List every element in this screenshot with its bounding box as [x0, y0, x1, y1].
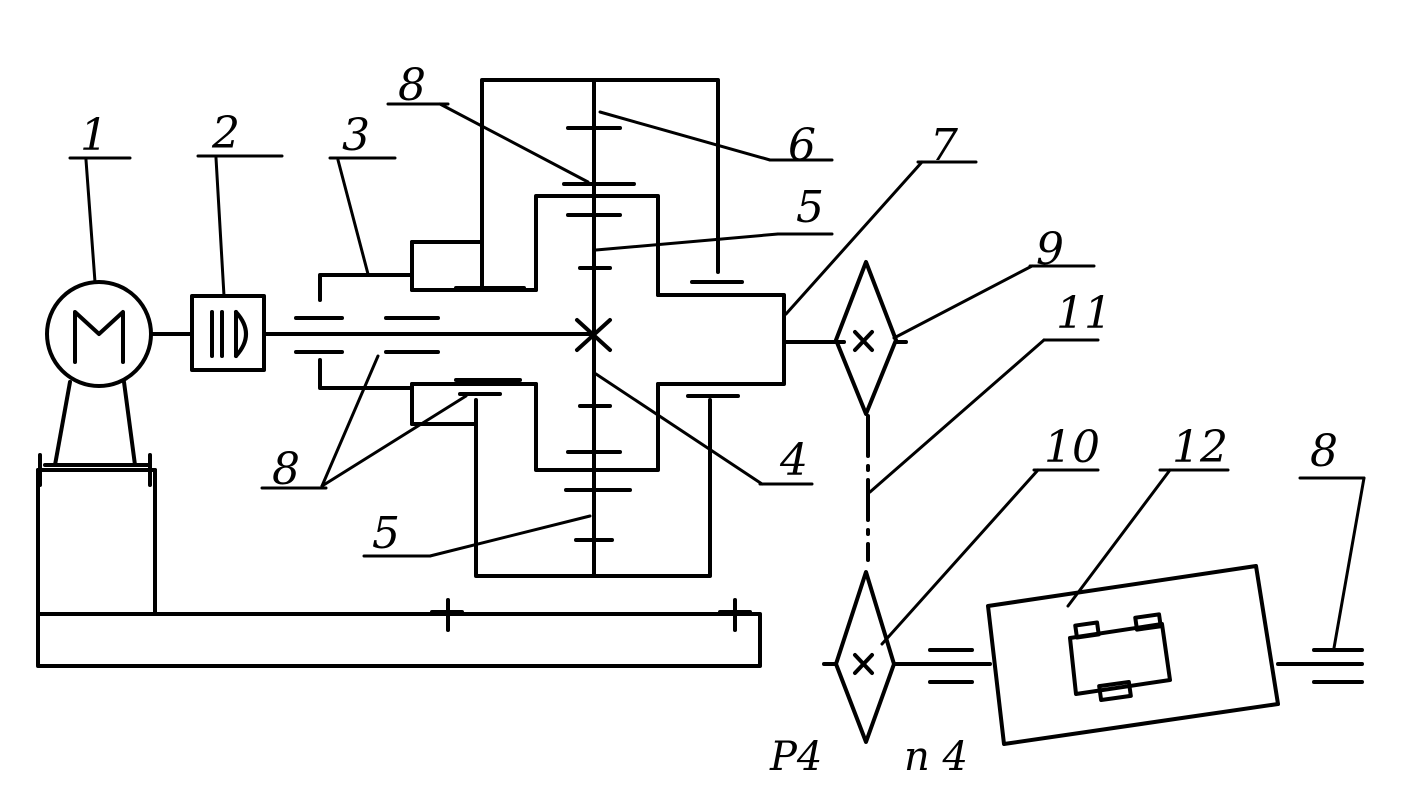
drive-sprocket — [834, 260, 908, 416]
label-coupling: 2 — [211, 108, 240, 159]
leader-gear-upper — [594, 232, 834, 252]
leader-coupling — [196, 154, 284, 298]
leader-drive-sprocket — [892, 264, 1096, 340]
label-housing: 3 — [342, 110, 370, 161]
base-frame — [36, 453, 762, 668]
leader-bearing-left — [260, 354, 468, 490]
leader-chain — [868, 338, 1100, 494]
input-bearings — [294, 280, 744, 398]
label-bearing-right: 8 — [1310, 426, 1338, 477]
label-motor: 1 — [80, 110, 108, 161]
label-gear-upper: 5 — [796, 182, 824, 233]
gear-axis — [538, 78, 658, 578]
leader-bearing-top — [386, 102, 590, 184]
leader-ring-gear — [598, 110, 834, 162]
electric-motor — [43, 280, 153, 467]
coupling — [190, 294, 266, 372]
label-driven-sprocket: 10 — [1044, 422, 1100, 473]
leader-center-shaft — [594, 372, 814, 486]
label-gear-lower: 5 — [372, 508, 400, 559]
speed-annotation: n 4 — [904, 734, 968, 780]
leader-gear-lower — [362, 514, 592, 558]
driven-sprocket — [822, 570, 992, 744]
leader-driven-machine — [1066, 468, 1230, 608]
label-ring-gear: 6 — [788, 120, 816, 171]
label-chain: 11 — [1056, 288, 1112, 339]
reducer-housing — [318, 78, 786, 578]
label-driven-machine: 12 — [1172, 422, 1228, 473]
leader-output-shaft — [784, 160, 978, 316]
driven-machine — [986, 564, 1364, 746]
leader-driven-sprocket — [880, 468, 1100, 646]
leader-housing — [328, 156, 397, 276]
leader-bearing-right — [1298, 476, 1366, 650]
power-annotation: P4 — [769, 734, 822, 780]
leader-motor — [68, 156, 132, 284]
label-center-shaft: 4 — [779, 435, 808, 486]
